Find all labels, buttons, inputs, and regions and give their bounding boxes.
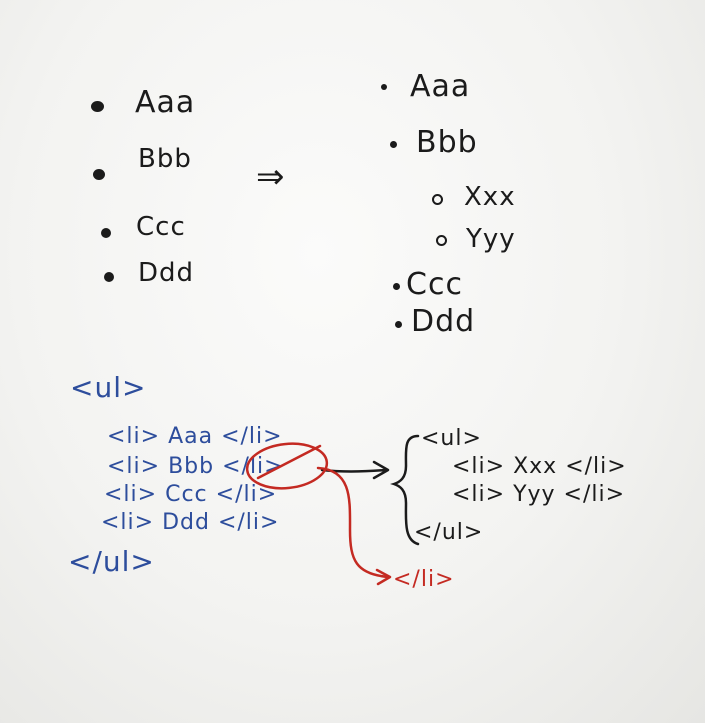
bullet-icon	[393, 283, 400, 290]
blue-ul-close: </ul>	[68, 545, 155, 578]
right-list-item-4: Ddd	[411, 304, 476, 339]
right-list-item-3: Ccc	[406, 267, 463, 302]
bullet-icon	[381, 84, 387, 90]
left-list-item-1: Aaa	[135, 85, 196, 120]
bullet-icon	[390, 141, 397, 148]
hollow-bullet-icon	[436, 235, 447, 246]
blue-li-line-3: <li> Ccc </li>	[104, 482, 278, 507]
bullet-icon	[93, 169, 105, 180]
right-nested-item-1: Xxx	[464, 182, 516, 212]
black-li-line-2: <li> Yyy </li>	[452, 482, 626, 507]
right-list-item-2: Bbb	[416, 125, 478, 160]
black-ul-close: </ul>	[414, 520, 484, 545]
hollow-bullet-icon	[432, 194, 443, 205]
left-list-item-2: Bbb	[138, 144, 192, 174]
red-circle-stroke	[245, 442, 329, 490]
left-list-item-4: Ddd	[138, 258, 195, 288]
right-list-item-1: Aaa	[410, 69, 471, 104]
red-arrowhead	[375, 568, 392, 586]
bullet-icon	[104, 272, 114, 282]
blue-li-line-1: <li> Aaa </li>	[107, 424, 283, 449]
red-arrow-stroke	[316, 466, 390, 579]
brace-stroke	[390, 434, 420, 546]
blue-ul-open: <ul>	[70, 371, 147, 404]
bullet-icon	[91, 101, 104, 112]
blue-li-line-2: <li> Bbb </li>	[107, 454, 284, 479]
right-nested-item-2: Yyy	[466, 224, 516, 254]
red-li-close: </li>	[393, 567, 455, 592]
red-strike-stroke	[256, 444, 322, 480]
blue-li-line-4: <li> Ddd </li>	[101, 510, 280, 535]
bullet-icon	[101, 228, 111, 238]
bullet-icon	[395, 321, 402, 328]
black-li-line-1: <li> Xxx </li>	[452, 454, 627, 479]
implies-arrow: ⇒	[256, 157, 286, 197]
black-arrowhead	[372, 460, 390, 480]
left-list-item-3: Ccc	[136, 212, 186, 242]
black-ul-open: <ul>	[421, 426, 482, 451]
